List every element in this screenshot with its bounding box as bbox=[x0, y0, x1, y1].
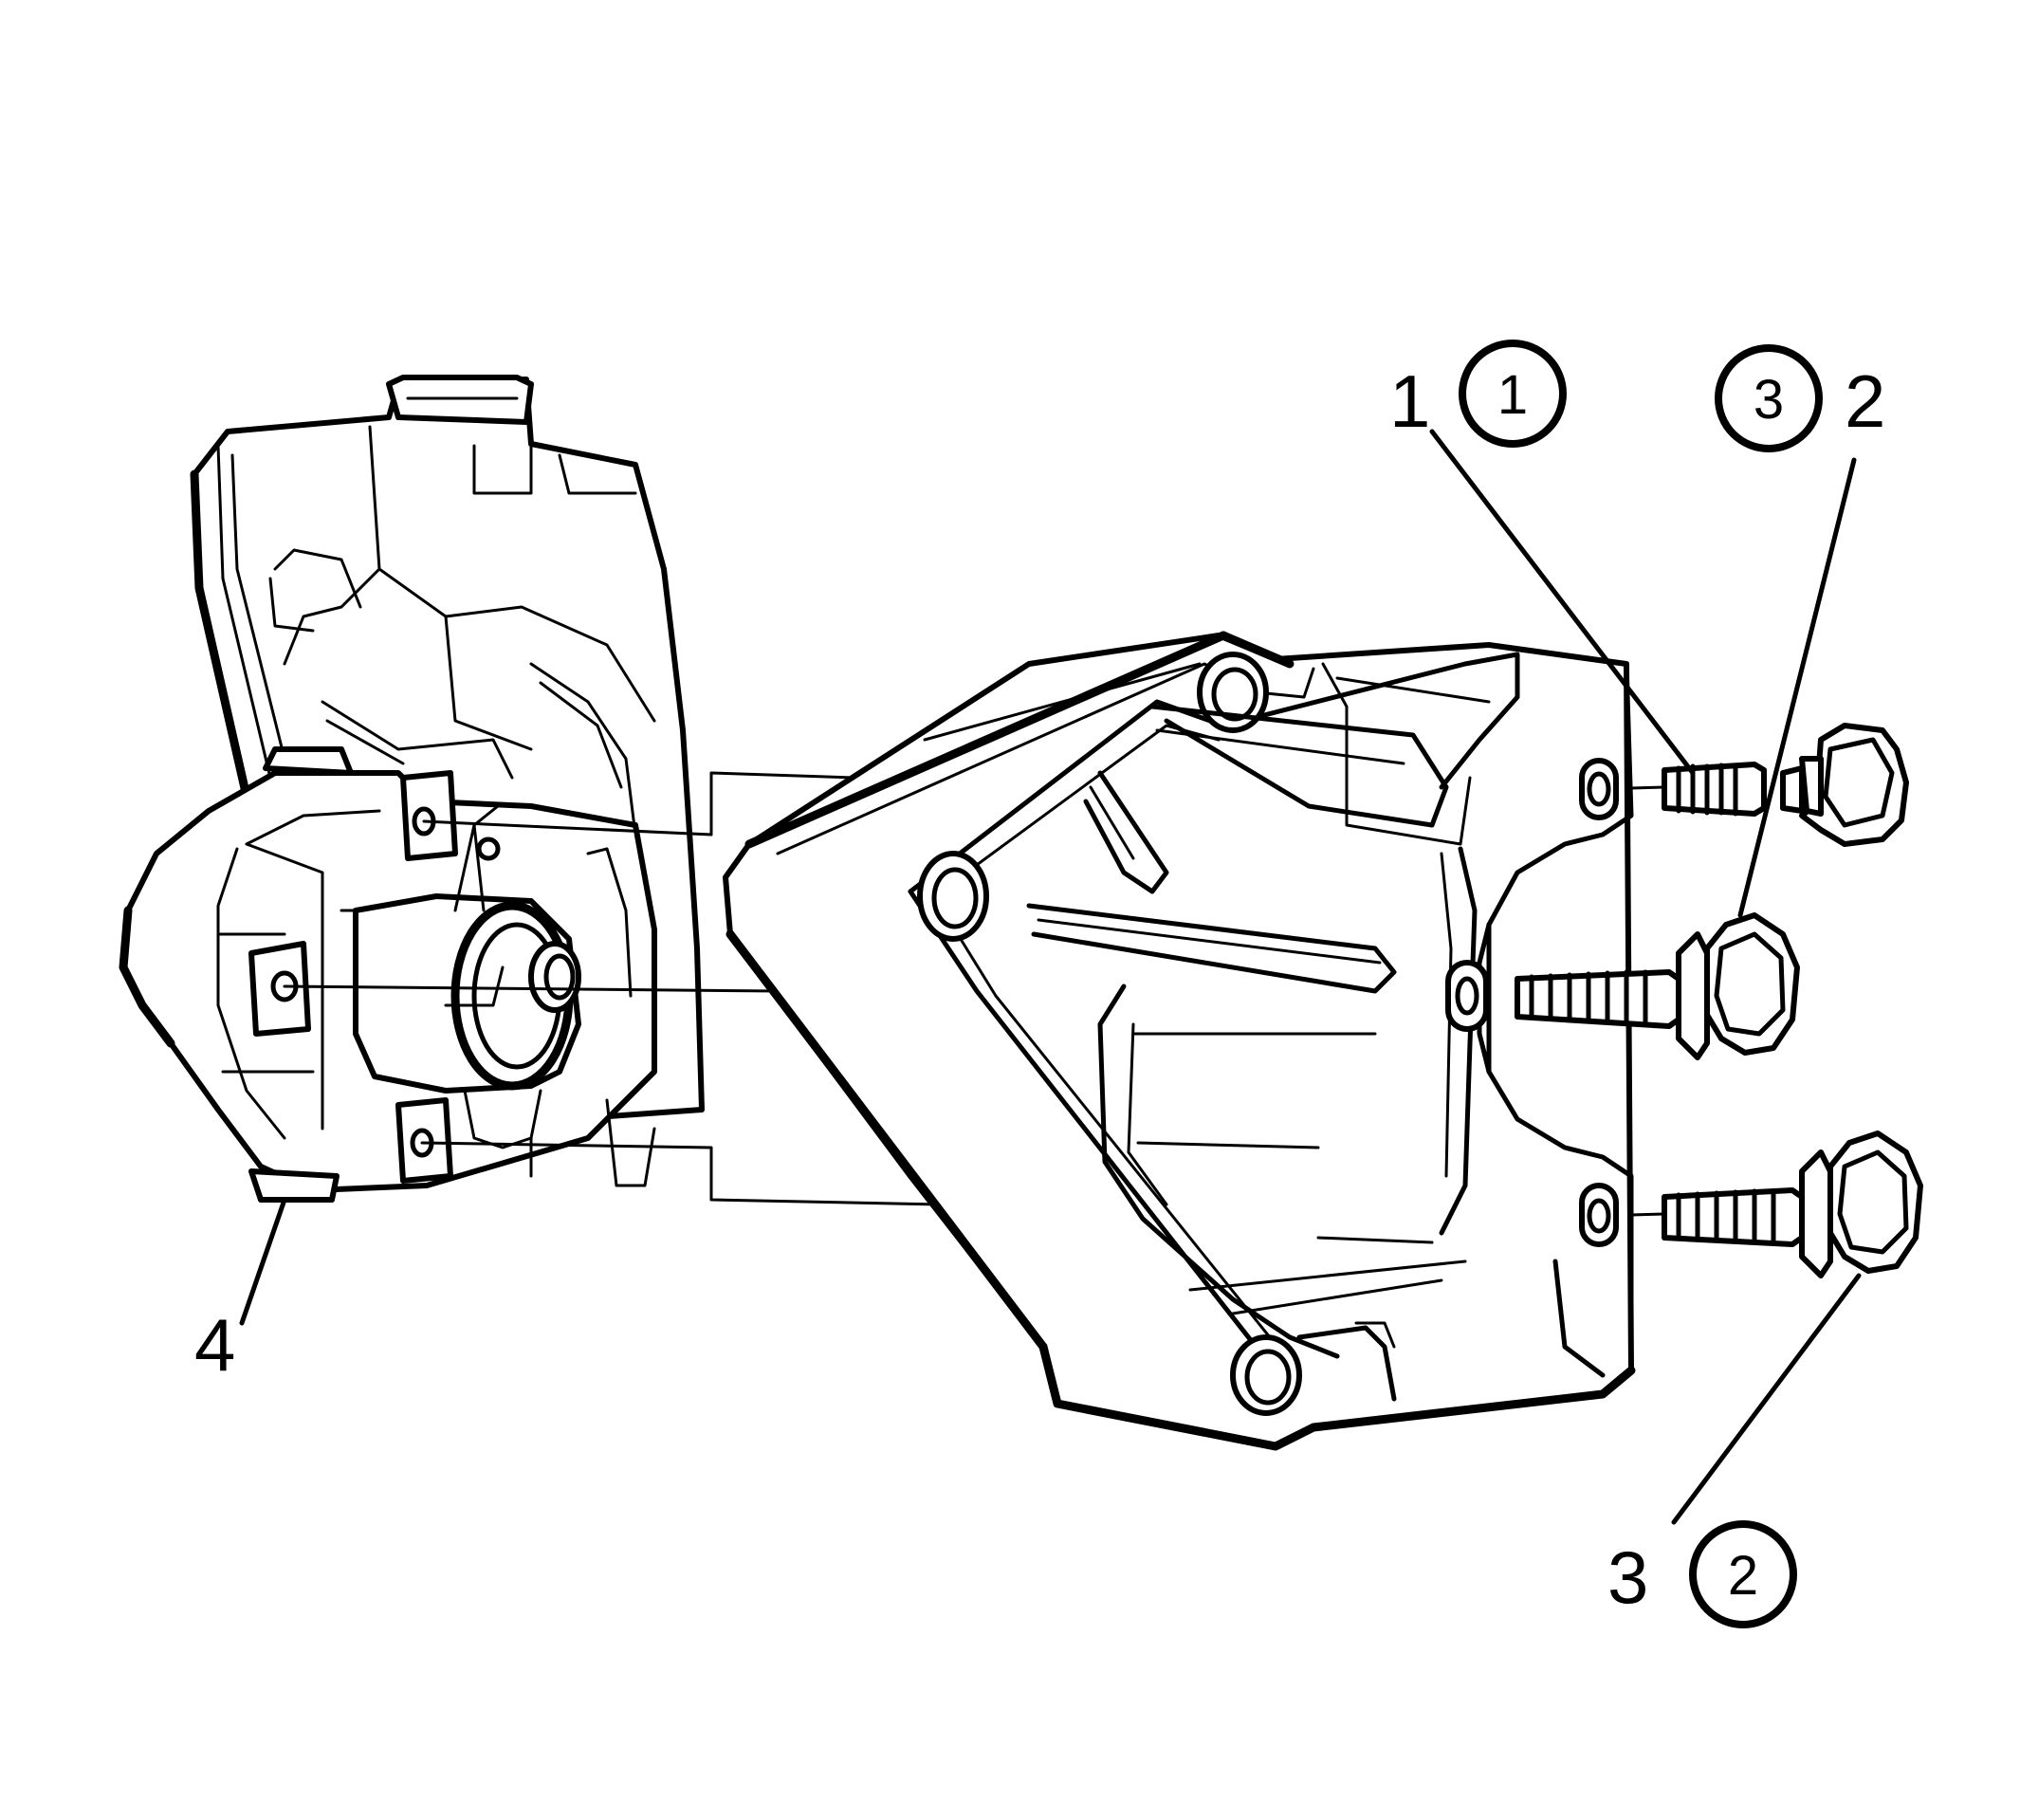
callout-3-sequence-circle bbox=[1689, 1520, 1797, 1628]
bolts bbox=[1515, 723, 1923, 1278]
leader-lines bbox=[239, 429, 1862, 1525]
callout-2: 3 2 bbox=[1715, 344, 1885, 452]
bracket-slot-middle bbox=[1445, 960, 1489, 1032]
callout-3-number: 3 bbox=[1607, 1535, 1648, 1619]
callout-3-sequence: 2 bbox=[1728, 1545, 1758, 1607]
callout-3: 3 2 bbox=[1607, 1520, 1797, 1628]
pump-shaft-hub bbox=[353, 893, 581, 1094]
bracket-slot-upper bbox=[1579, 758, 1619, 820]
lower-mount-ear bbox=[248, 1168, 340, 1203]
power-steering-pump-assembly bbox=[119, 375, 705, 1203]
bolt-upper bbox=[1662, 723, 1909, 847]
bolt-lower bbox=[1662, 1131, 1923, 1278]
leader-2 bbox=[1737, 457, 1857, 918]
bolt-middle bbox=[1515, 912, 1800, 1060]
leader-1 bbox=[1429, 429, 1696, 776]
callout-1-sequence: 1 bbox=[1497, 364, 1528, 426]
leader-3 bbox=[1671, 1273, 1862, 1525]
pump-mounting-bracket bbox=[723, 631, 1636, 1451]
callout-2-number: 2 bbox=[1845, 359, 1885, 443]
callout-4-number: 4 bbox=[194, 1303, 235, 1387]
leader-4 bbox=[239, 1197, 287, 1326]
callout-4: 4 bbox=[194, 1303, 235, 1387]
callout-1: 1 1 bbox=[1389, 340, 1567, 448]
callout-1-sequence-circle bbox=[1459, 340, 1567, 448]
bracket-body bbox=[723, 633, 1634, 1449]
upper-mount-ear bbox=[263, 746, 354, 776]
callout-2-sequence-circle bbox=[1715, 344, 1823, 452]
callout-2-sequence: 3 bbox=[1754, 369, 1784, 431]
callout-1-number: 1 bbox=[1389, 359, 1430, 443]
bracket-slot-lower bbox=[1579, 1183, 1619, 1247]
